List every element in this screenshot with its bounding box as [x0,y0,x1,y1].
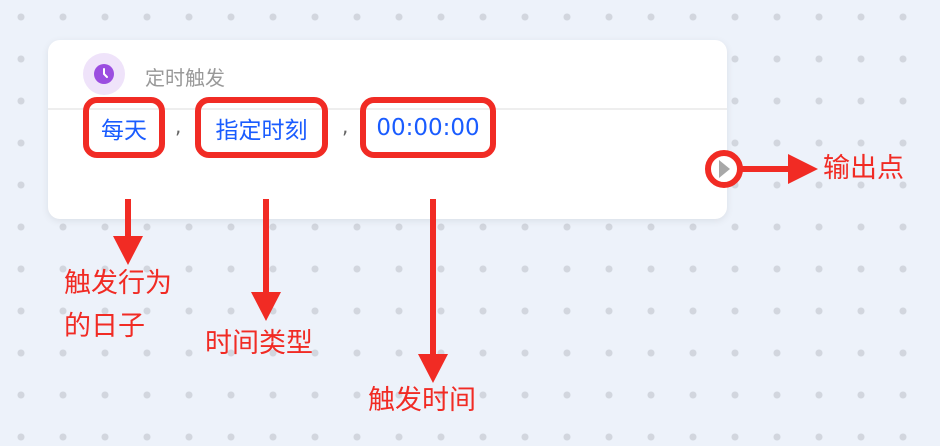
node-header: 定时触发 [48,40,727,110]
type-annotation: 时间类型 [205,328,313,359]
separator: , [175,114,182,138]
day-selector[interactable]: 每天 [83,97,165,158]
day-annotation-line: 的日子 [64,311,145,342]
node-title: 定时触发 [145,66,225,90]
output-port[interactable] [705,150,743,188]
clock-icon [83,53,125,95]
day-annotation-line: 触发行为 [64,268,172,299]
time-input[interactable]: 00:00:00 [360,97,496,158]
time-type-selector[interactable]: 指定时刻 [195,97,328,158]
separator: , [342,114,349,138]
time-annotation: 触发时间 [368,385,476,416]
arrows [113,154,818,383]
day-annotation: 触发行为的日子 [64,262,172,348]
output-annotation: 输出点 [823,153,904,184]
play-icon [719,160,730,178]
